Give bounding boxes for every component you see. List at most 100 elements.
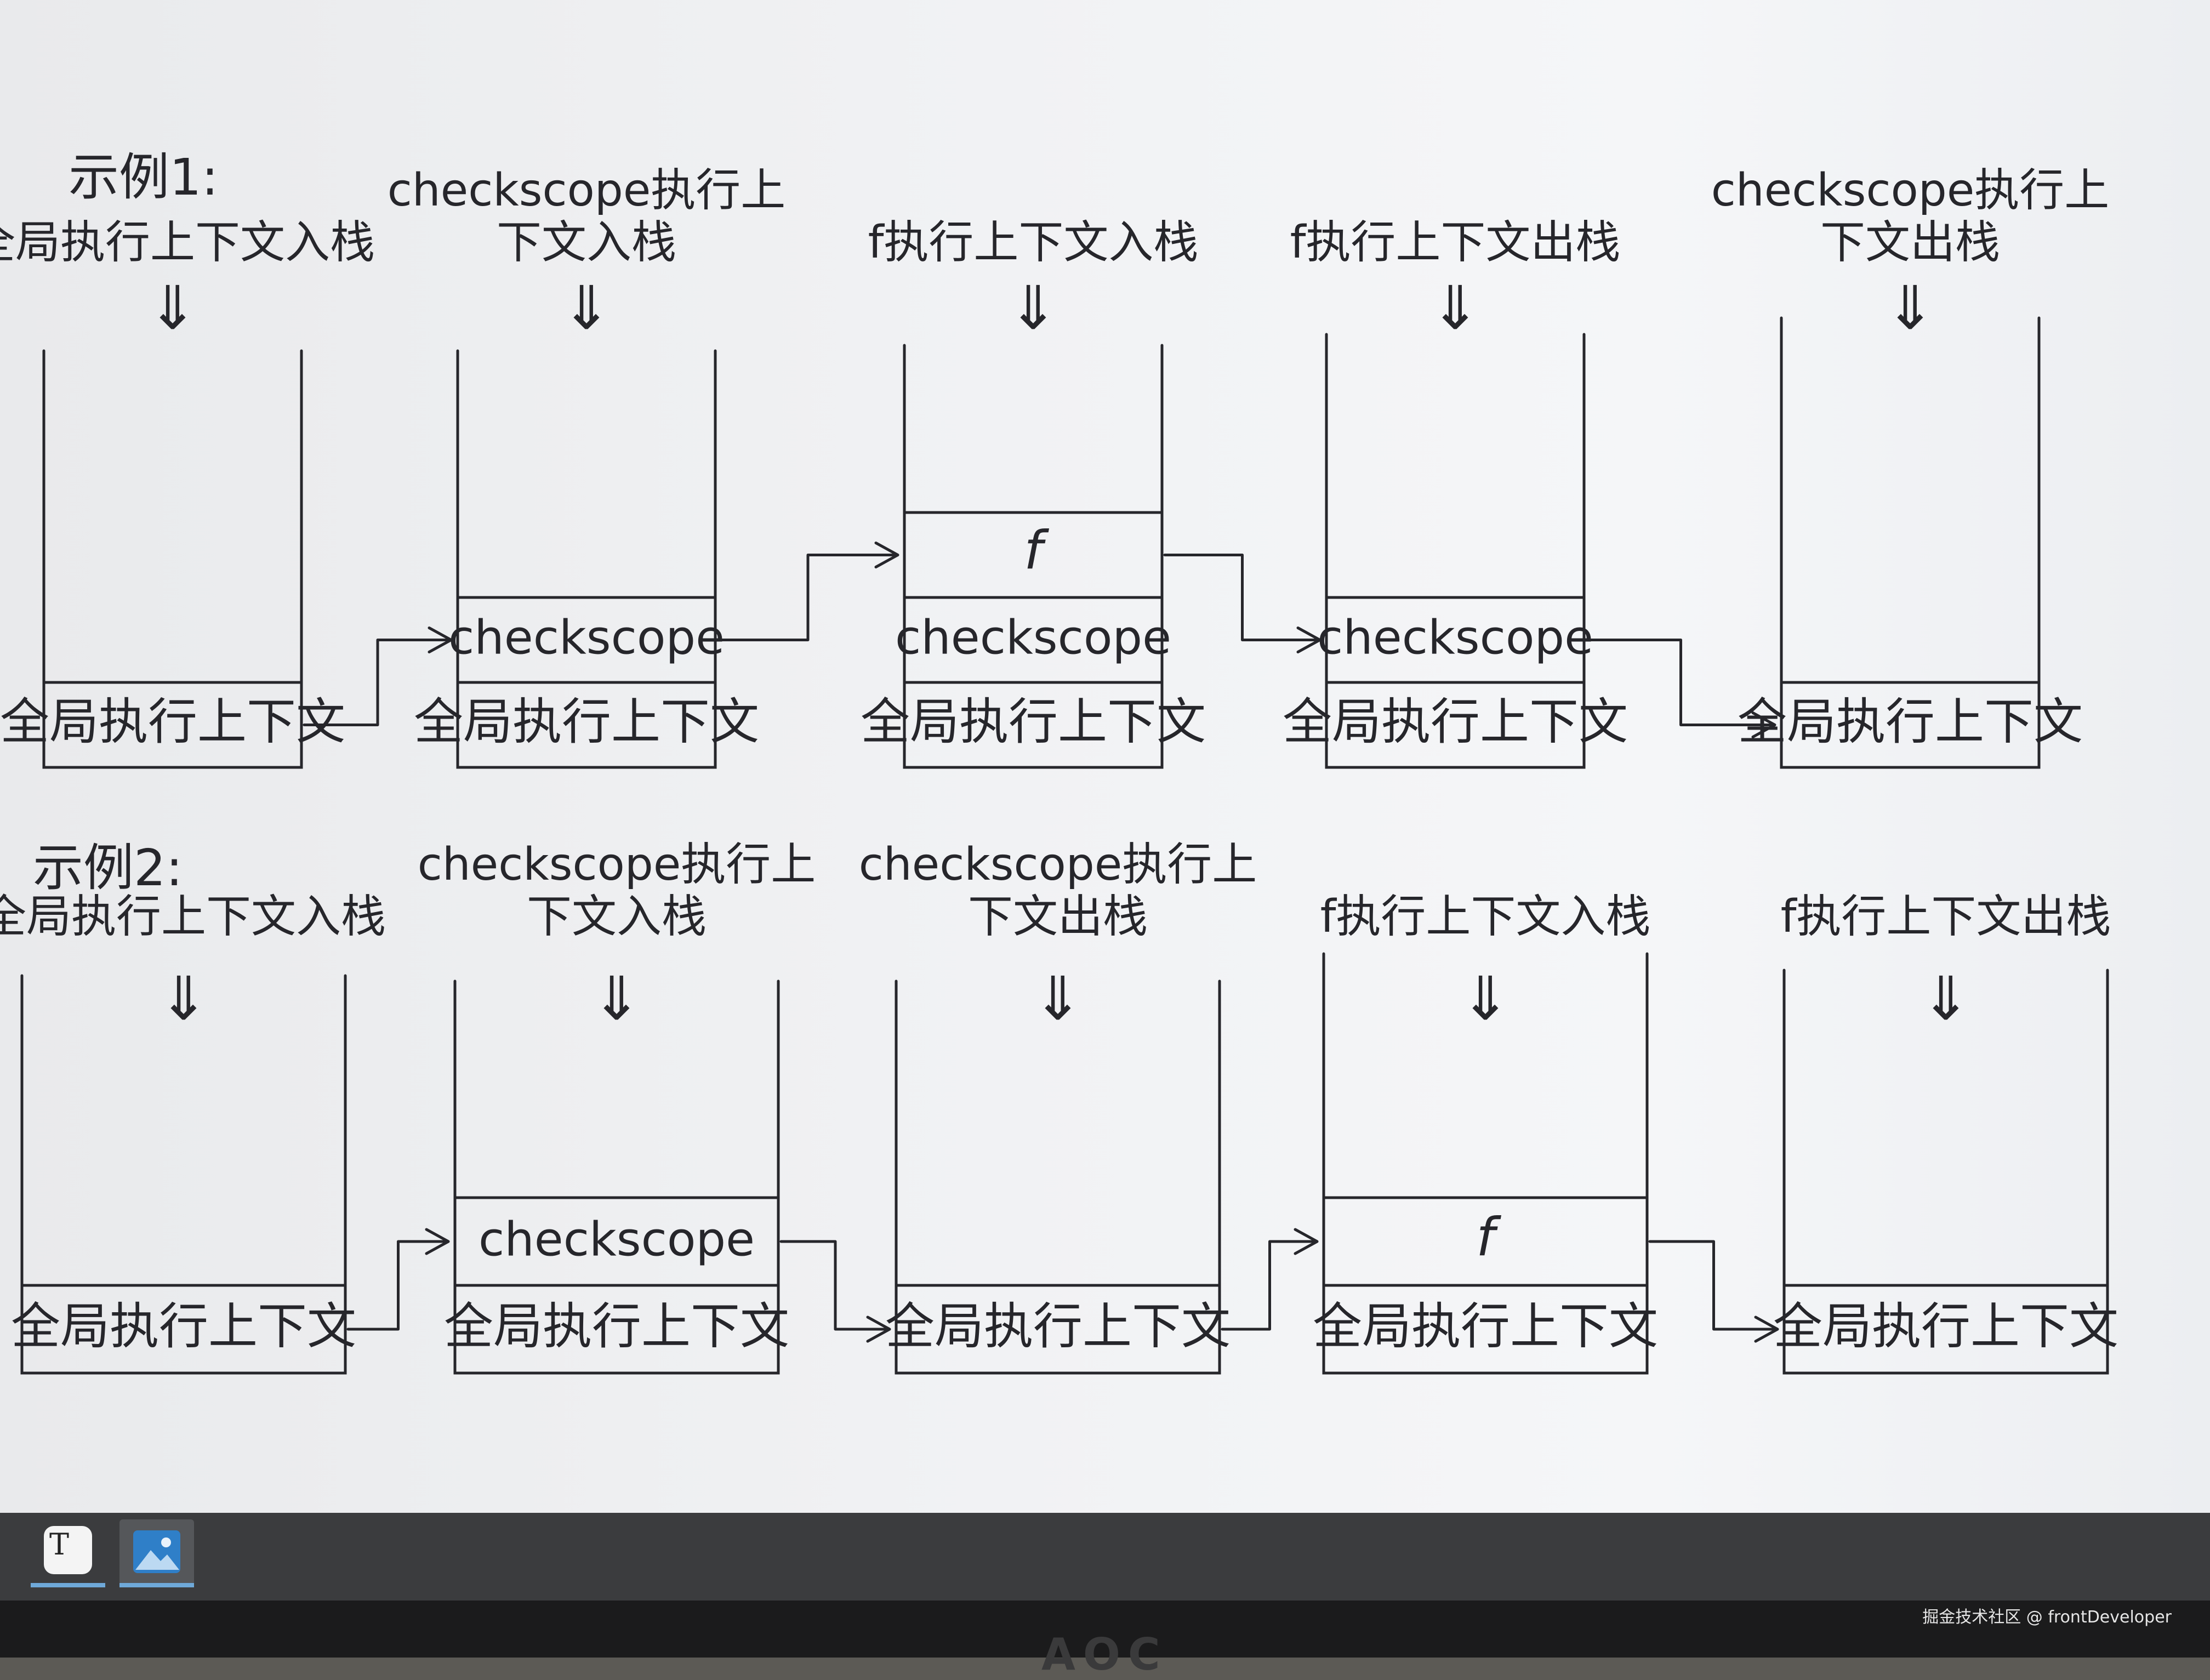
stack-container xyxy=(895,979,1221,1375)
stack-step: f执行上下文入栈⇓ f checkscope 全局执行上下文 xyxy=(861,217,1206,769)
stack-frame: 全局执行上下文 xyxy=(0,681,345,750)
frame-label: 全局执行上下文 xyxy=(414,693,759,750)
push-pop-arrow-icon: ⇓ xyxy=(1885,273,1935,343)
stack-container xyxy=(20,974,347,1375)
step-caption: 全局执行上下文入栈 xyxy=(0,891,386,943)
frame-label: 全局执行上下文 xyxy=(885,1298,1231,1356)
stack-frame: checkscope xyxy=(448,596,725,665)
example2-title: 示例2: xyxy=(33,839,183,897)
stack-container xyxy=(1782,969,2109,1375)
step-caption: checkscope执行上 xyxy=(859,839,1257,891)
step-caption: 下文出栈 xyxy=(1820,217,2000,269)
transition-arrow xyxy=(779,1240,891,1343)
stack-frame: checkscope xyxy=(1317,596,1593,665)
frame-label: 全局执行上下文 xyxy=(444,1298,789,1356)
text-editor-icon xyxy=(44,1526,92,1574)
step-caption: 全局执行上下文入栈 xyxy=(0,217,375,269)
step-caption: f执行上下文入栈 xyxy=(868,217,1199,269)
taskbar-app-text-indicator xyxy=(31,1583,105,1587)
push-pop-arrow-icon: ⇓ xyxy=(561,273,612,343)
stack-step: f执行上下文出栈 ⇓ 全局执行上下文 xyxy=(1773,891,2118,1375)
frame-label: 全局执行上下文 xyxy=(1283,693,1628,750)
stack-frame: 全局执行上下文 xyxy=(11,1284,356,1356)
stack-step: 全局执行上下文入栈⇓ 全局执行上下文 xyxy=(0,217,375,769)
example1-row: 全局执行上下文入栈⇓全局执行上下文checkscope执行上下文入栈⇓check… xyxy=(0,164,2110,769)
stack-frame: f xyxy=(1324,1196,1647,1268)
step-caption: 下文入栈 xyxy=(497,217,676,269)
step-caption: checkscope执行上 xyxy=(1711,164,2110,217)
frame-label: 全局执行上下文 xyxy=(0,693,345,750)
transition-arrow xyxy=(716,542,899,641)
push-pop-arrow-icon: ⇓ xyxy=(591,964,642,1034)
stack-frame: 全局执行上下文 xyxy=(861,681,1206,750)
image-viewer-icon xyxy=(133,1530,180,1573)
transition-arrows xyxy=(303,542,1779,1343)
transition-arrow xyxy=(303,627,453,726)
taskbar-app-text[interactable]: T xyxy=(31,1519,105,1585)
paper-sheet xyxy=(0,0,2210,1513)
stack-container xyxy=(1325,333,1586,769)
push-pop-arrow-icon: ⇓ xyxy=(147,273,198,343)
taskbar-app-image[interactable] xyxy=(119,1519,194,1585)
frame-label: checkscope xyxy=(895,610,1171,665)
stack-frame: 全局执行上下文 xyxy=(885,1284,1231,1356)
frame-label: 全局执行上下文 xyxy=(1313,1298,1658,1356)
frame-label: 全局执行上下文 xyxy=(1773,1298,2118,1356)
frame-label: checkscope xyxy=(1317,610,1593,665)
example2-row: 全局执行上下文入栈⇓全局执行上下文checkscope执行上下文入栈⇓check… xyxy=(0,839,2118,1375)
step-caption: 下文入栈 xyxy=(527,891,707,943)
step-caption: checkscope执行上 xyxy=(418,839,816,891)
stack-frame: 全局执行上下文 xyxy=(1313,1284,1658,1356)
stack-frame: 全局执行上下文 xyxy=(1773,1284,2118,1356)
stack-container xyxy=(903,344,1164,769)
frame-label: 全局执行上下文 xyxy=(11,1298,356,1356)
push-pop-arrow-icon: ⇓ xyxy=(1921,964,1971,1034)
watermark: 掘金技术社区 @ frontDeveloper xyxy=(1922,1608,2172,1627)
frame-label: f xyxy=(1476,1207,1501,1268)
stack-container xyxy=(1780,316,2041,769)
transition-arrow xyxy=(1585,639,1776,738)
step-caption: checkscope执行上 xyxy=(388,164,786,217)
stack-step: 全局执行上下文入栈 ⇓ 全局执行上下文 xyxy=(0,891,386,1375)
stack-container xyxy=(456,349,717,769)
push-pop-arrow-icon: ⇓ xyxy=(158,964,209,1034)
transition-arrow xyxy=(1648,1240,1779,1343)
stack-frame: 全局执行上下文 xyxy=(1283,681,1628,750)
stack-frame: 全局执行上下文 xyxy=(1738,681,2083,750)
taskbar-app-image-indicator xyxy=(119,1583,194,1587)
stack-frame: checkscope xyxy=(895,596,1171,665)
step-caption: f执行上下文出栈 xyxy=(1290,217,1621,269)
stack-container xyxy=(1322,952,1649,1375)
transition-arrow xyxy=(346,1228,450,1331)
text-editor-glyph: T xyxy=(49,1527,70,1562)
execution-context-stack-diagram: 示例1: 示例2: 全局执行上下文入栈⇓全局执行上下文checkscope执行上… xyxy=(0,148,2118,1375)
transition-arrow xyxy=(1163,554,1322,653)
frame-label: f xyxy=(1024,520,1049,581)
stack-frame: 全局执行上下文 xyxy=(444,1284,789,1356)
stack-frame: 全局执行上下文 xyxy=(414,681,759,750)
frame-label: checkscope xyxy=(448,610,725,665)
frame-label: 全局执行上下文 xyxy=(1738,693,2083,750)
transition-arrow xyxy=(1221,1228,1319,1331)
stack-frame: f xyxy=(904,511,1162,581)
frame-label: checkscope xyxy=(479,1212,755,1267)
step-caption: f执行上下文出栈 xyxy=(1781,891,2111,943)
step-caption: 下文出栈 xyxy=(968,891,1148,943)
stack-step: f执行上下文出栈⇓ checkscope 全局执行上下文 xyxy=(1283,217,1628,769)
stack-container xyxy=(42,349,303,769)
step-caption: f执行上下文入栈 xyxy=(1320,891,1651,943)
monitor-bezel xyxy=(0,1601,2210,1658)
monitor-brand-logo: AOC xyxy=(1041,1629,1168,1680)
push-pop-arrow-icon: ⇓ xyxy=(1008,273,1058,343)
push-pop-arrow-icon: ⇓ xyxy=(1033,964,1083,1034)
stack-container xyxy=(453,979,780,1375)
stack-frame: checkscope xyxy=(455,1196,778,1267)
push-pop-arrow-icon: ⇓ xyxy=(1430,273,1480,343)
frame-label: 全局执行上下文 xyxy=(861,693,1206,750)
example1-title: 示例1: xyxy=(69,148,219,207)
